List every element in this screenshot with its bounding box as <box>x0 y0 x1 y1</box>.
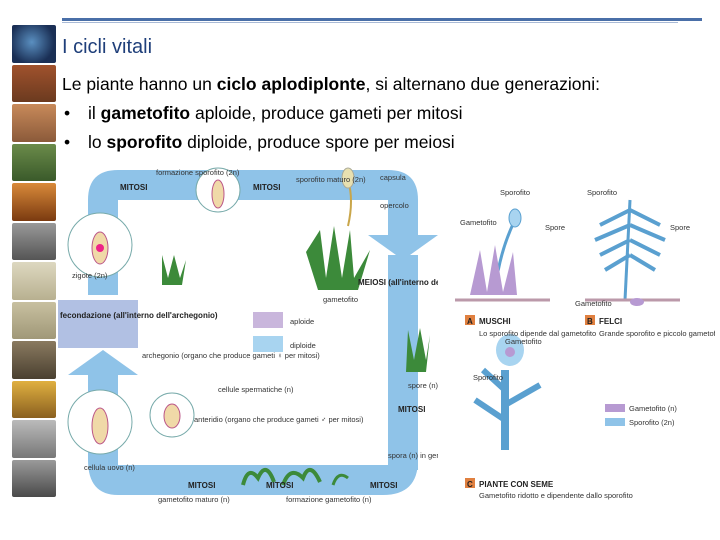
photo-tile <box>12 64 56 102</box>
fecondazione-box <box>58 300 138 348</box>
slide-title: I cicli vitali <box>62 36 153 58</box>
svg-text:cellula uovo (n): cellula uovo (n) <box>84 463 135 472</box>
svg-text:archegonio (organo che produce: archegonio (organo che produce gameti ♀ … <box>142 351 320 360</box>
photo-tile <box>12 301 56 339</box>
photo-tile <box>12 420 56 458</box>
svg-text:aploide: aploide <box>290 317 314 326</box>
svg-text:Gametofito (n): Gametofito (n) <box>629 404 677 413</box>
svg-text:Gametofito: Gametofito <box>460 218 497 227</box>
fern-sporophyte <box>623 199 632 301</box>
svg-text:MUSCHI: MUSCHI <box>479 317 511 326</box>
photo-tile <box>12 459 56 497</box>
young-sporophyte-plant <box>162 255 186 285</box>
seed-plant-gametophyte <box>505 347 515 357</box>
svg-text:capsula: capsula <box>380 173 407 182</box>
photo-tile <box>12 104 56 142</box>
svg-text:sporofito maturo (2n): sporofito maturo (2n) <box>296 175 366 184</box>
photo-tile <box>12 341 56 379</box>
svg-text:Gametofito: Gametofito <box>505 337 542 346</box>
svg-text:Lo sporofito dipende dal gamet: Lo sporofito dipende dal gametofito <box>479 329 596 338</box>
svg-text:MITOSI: MITOSI <box>253 183 280 192</box>
svg-text:formazione gametofito (n): formazione gametofito (n) <box>286 495 372 504</box>
svg-text:anteridio (organo che produce: anteridio (organo che produce gameti ♂ p… <box>194 415 364 424</box>
plant-groups-comparison-diagram: Sporofito Sporofito Gametofito Spore Spo… <box>455 188 715 500</box>
photo-tile <box>12 380 56 418</box>
intro-line: Le piante hanno un ciclo aplodiplonte, s… <box>62 74 600 94</box>
legend-aploide-swatch <box>253 312 283 328</box>
legend-sporofito-swatch <box>605 418 625 426</box>
gametophyte-plant <box>306 226 370 290</box>
svg-text:formazione sporofito (2n): formazione sporofito (2n) <box>156 168 240 177</box>
svg-text:cellule spermatiche (n): cellule spermatiche (n) <box>218 385 294 394</box>
svg-text:spore (n): spore (n) <box>408 381 438 390</box>
svg-text:Sporofito (2n): Sporofito (2n) <box>629 418 675 427</box>
svg-text:C: C <box>467 480 473 489</box>
svg-text:gametofito: gametofito <box>323 295 358 304</box>
moss-life-cycle-diagram: MITOSI formazione sporofito (2n) MITOSI … <box>58 167 438 504</box>
svg-text:B: B <box>587 317 593 326</box>
svg-text:Sporofito: Sporofito <box>473 373 503 382</box>
svg-text:MITOSI: MITOSI <box>370 481 397 490</box>
svg-text:diploide: diploide <box>290 341 316 350</box>
photo-tile <box>12 222 56 260</box>
muschi-badge <box>465 315 475 325</box>
fern-gametophyte <box>630 298 644 306</box>
svg-text:spora (n) in germinazione: spora (n) in germinazione <box>388 451 438 460</box>
svg-text:Spore: Spore <box>545 223 565 232</box>
header-rule-thin <box>62 22 678 23</box>
felci-badge <box>585 315 595 325</box>
svg-text:fecondazione (all'interno dell: fecondazione (all'interno dell'archegoni… <box>60 311 218 320</box>
svg-text:Spore: Spore <box>670 223 690 232</box>
svg-text:MITOSI: MITOSI <box>266 481 293 490</box>
svg-text:Gametofito ridotto e dipendent: Gametofito ridotto e dipendente dallo sp… <box>479 491 633 500</box>
legend-diploide-swatch <box>253 336 283 352</box>
svg-text:MITOSI: MITOSI <box>188 481 215 490</box>
bullet-item: • il gametofito aploide, produce gameti … <box>64 103 463 123</box>
photo-tile <box>12 262 56 300</box>
svg-text:opercolo: opercolo <box>380 201 409 210</box>
earth-image <box>12 25 56 63</box>
svg-text:zigote (2n): zigote (2n) <box>72 271 108 280</box>
semi-badge <box>465 478 475 488</box>
svg-text:gametofito maturo (n): gametofito maturo (n) <box>158 495 230 504</box>
legend-gametofito-swatch <box>605 404 625 412</box>
decorative-image-strip <box>12 24 56 498</box>
bullet-item: • lo sporofito diploide, produce spore p… <box>64 132 455 152</box>
butterfly-image <box>12 183 56 221</box>
svg-text:Sporofito: Sporofito <box>587 188 617 197</box>
mature-gametophyte-plant <box>406 328 430 372</box>
svg-text:FELCI: FELCI <box>599 317 622 326</box>
svg-text:Gametofito: Gametofito <box>575 299 612 308</box>
svg-text:Sporofito: Sporofito <box>500 188 530 197</box>
svg-text:Grande sporofito e piccolo gam: Grande sporofito e piccolo gametofito in… <box>599 329 715 338</box>
moss-gametophyte <box>470 245 517 295</box>
cycle-arrow-bottom <box>68 350 418 495</box>
slide-body: Le piante hanno un ciclo aplodiplonte, s… <box>62 70 712 157</box>
svg-text:MITOSI: MITOSI <box>398 405 425 414</box>
header-rule <box>62 18 702 21</box>
svg-text:A: A <box>467 317 473 326</box>
svg-text:MEIOSI (all'interno della caps: MEIOSI (all'interno della capsula) <box>358 278 438 287</box>
svg-text:MITOSI: MITOSI <box>120 183 147 192</box>
photo-tile <box>12 143 56 181</box>
svg-text:PIANTE CON SEME: PIANTE CON SEME <box>479 480 554 489</box>
